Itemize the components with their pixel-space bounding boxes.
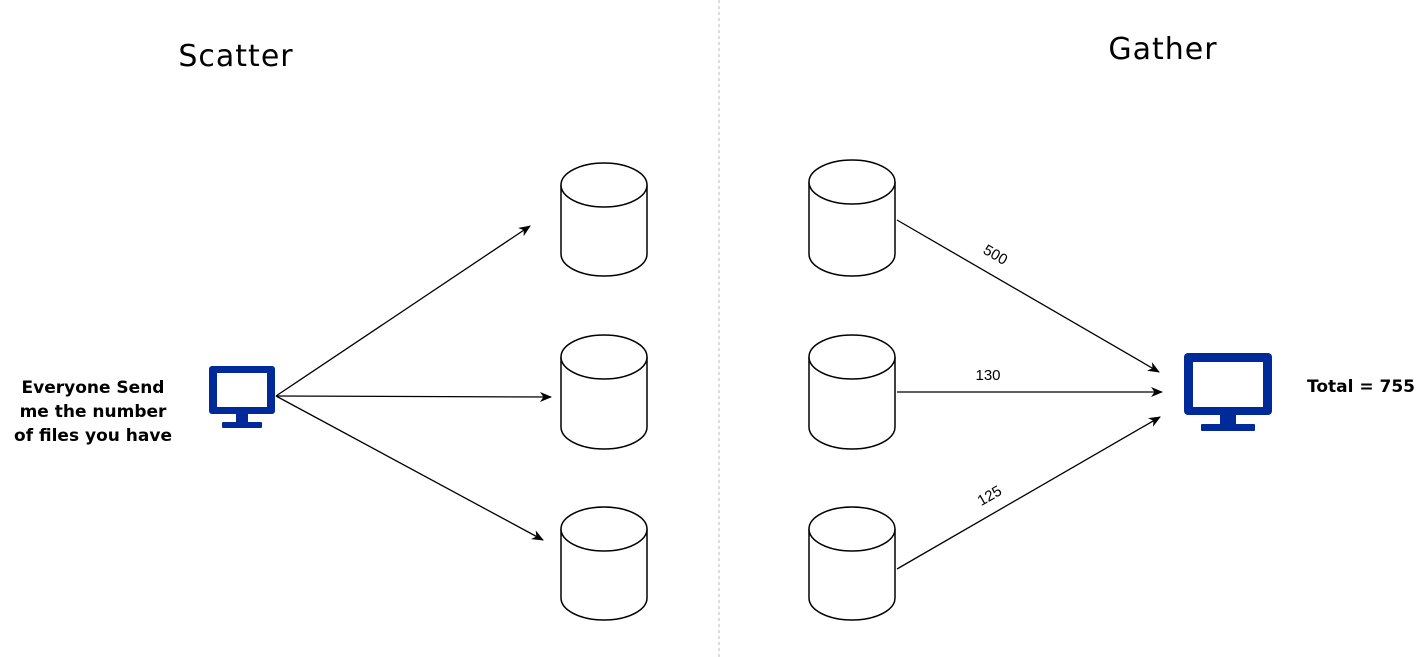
edge-label-middle: 130	[975, 367, 1000, 384]
gather-arrow-top	[896, 219, 1160, 373]
gather-arrow-bottom	[896, 416, 1161, 570]
scatter-arrow-top	[275, 225, 531, 397]
monitor-icon	[209, 366, 275, 428]
database-cylinder-icon	[808, 159, 896, 277]
database-cylinder-icon	[808, 506, 896, 621]
scatter-caption-line-3: of files you have	[14, 426, 172, 446]
database-cylinder-icon	[808, 334, 896, 450]
edge-label-bottom: 125	[975, 482, 1005, 509]
edge-label-top: 500	[980, 241, 1010, 268]
database-cylinder-icon	[560, 162, 648, 277]
scatter-caption-line-1: Everyone Send	[22, 378, 165, 398]
scatter-arrow-bottom	[275, 395, 544, 541]
gather-title: Gather	[1108, 32, 1217, 67]
scatter-caption-line-2: me the number	[20, 402, 167, 422]
database-cylinder-icon	[560, 334, 648, 450]
total-label: Total = 755	[1307, 377, 1415, 397]
monitor-icon	[1184, 353, 1272, 431]
scatter-arrow-middle	[275, 391, 552, 402]
scatter-title: Scatter	[178, 39, 293, 74]
database-cylinder-icon	[560, 506, 648, 621]
